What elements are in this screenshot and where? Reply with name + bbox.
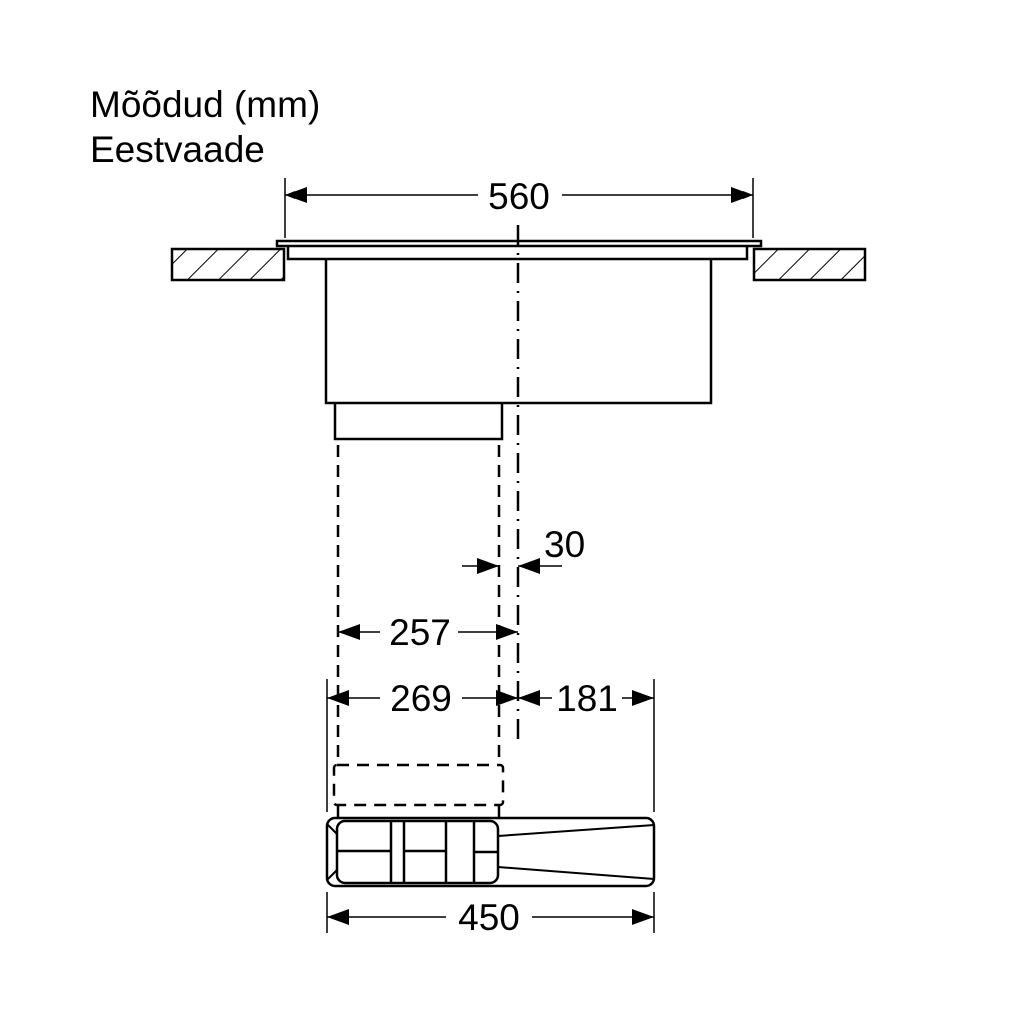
dimension-257: 257: [338, 612, 518, 653]
dimension-269: 269: [326, 678, 518, 812]
dim-label-450: 450: [458, 897, 520, 938]
duct-connector: [333, 403, 504, 441]
drawing-subtitle: Eestvaade: [90, 129, 265, 170]
cooktop-body: [324, 259, 713, 405]
dimension-30: 30: [462, 524, 585, 574]
dimension-560: 560: [284, 176, 754, 238]
countertop-left: [170, 247, 286, 282]
dimension-181: 181: [518, 678, 655, 812]
dim-label-257: 257: [389, 612, 451, 653]
countertop-right: [752, 247, 867, 282]
fan-unit: [325, 816, 656, 888]
dim-label-181: 181: [556, 678, 618, 719]
drawing-title: Mõõdud (mm): [90, 84, 321, 125]
dim-label-30: 30: [544, 524, 585, 565]
dim-label-269: 269: [390, 678, 452, 719]
duct-dashed: [332, 445, 505, 818]
dimension-450: 450: [326, 892, 655, 938]
dim-label-560: 560: [488, 176, 550, 217]
